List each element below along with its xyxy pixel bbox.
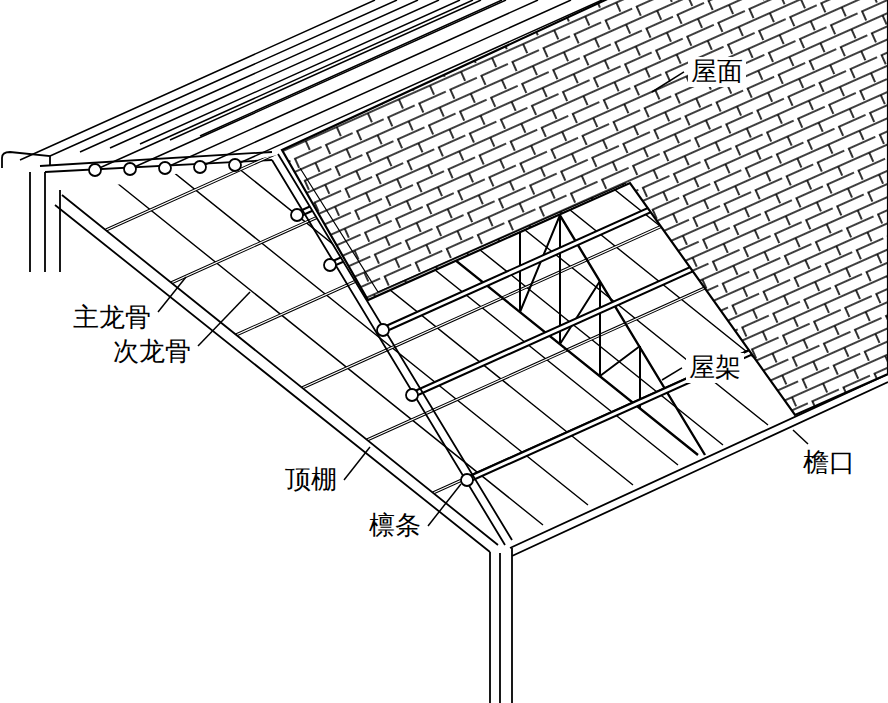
leader-line bbox=[662, 368, 682, 380]
leader-line bbox=[793, 430, 808, 444]
part-label: 主龙骨 bbox=[70, 303, 154, 333]
leader-line bbox=[158, 277, 186, 312]
leader-line bbox=[344, 447, 370, 480]
part-label: 屋面 bbox=[688, 57, 746, 87]
part-label: 屋架 bbox=[686, 353, 744, 383]
part-label: 檩条 bbox=[366, 511, 424, 541]
part-label: 檐口 bbox=[800, 448, 858, 478]
left-wall bbox=[2, 152, 272, 272]
ceiling-grid bbox=[106, 0, 888, 525]
part-label: 次龙骨 bbox=[110, 337, 194, 367]
leader-line bbox=[652, 72, 684, 92]
leader-line bbox=[428, 484, 461, 526]
part-label: 顶棚 bbox=[282, 465, 340, 495]
roof-shingles bbox=[282, 0, 888, 415]
leader-line bbox=[198, 292, 250, 346]
